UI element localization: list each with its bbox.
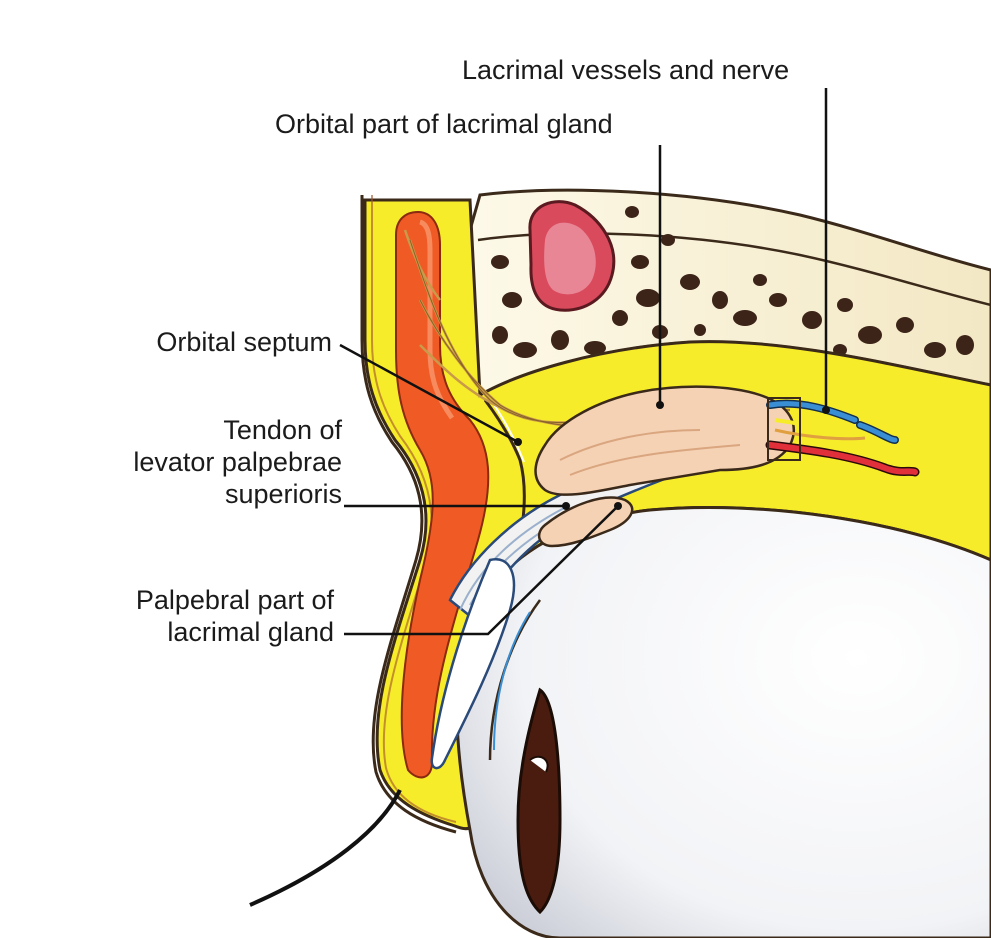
eyelash xyxy=(249,789,402,907)
label-palpebral-line-1: Palpebral part of xyxy=(135,585,334,615)
label-palpebral-part-of-lacrimal-gland: Palpebral part of lacrimal gland xyxy=(60,584,334,648)
label-palpebral-line-2: lacrimal gland xyxy=(167,617,334,647)
lacrimal-vessels xyxy=(765,397,920,477)
label-tendon-of-levator-palpebrae-superioris: Tendon of levator palpebrae superioris xyxy=(60,414,342,510)
palpebral-lacrimal-gland xyxy=(537,496,634,548)
label-orbital-septum: Orbital septum xyxy=(156,327,332,357)
eyelid-skin xyxy=(360,195,457,834)
diploe-spots xyxy=(491,206,974,374)
label-tendon-line-1: Tendon of xyxy=(223,415,342,445)
leader-dots xyxy=(514,401,830,510)
leader-palpebral xyxy=(344,505,619,636)
tarsal-plate xyxy=(430,558,516,770)
vessel-bundle-box xyxy=(767,397,801,461)
label-lacrimal-vessels-and-nerve: Lacrimal vessels and nerve xyxy=(462,55,790,85)
leader-lines xyxy=(339,88,828,636)
label-tendon-line-3: superioris xyxy=(224,479,342,509)
orbicularis-oculi-muscle xyxy=(395,210,490,779)
label-tendon-line-2: levator palpebrae xyxy=(133,447,342,477)
cornea-edge xyxy=(516,687,562,915)
leader-orbital-septum xyxy=(339,343,519,444)
label-orbital-part-of-lacrimal-gland: Orbital part of lacrimal gland xyxy=(275,109,613,139)
